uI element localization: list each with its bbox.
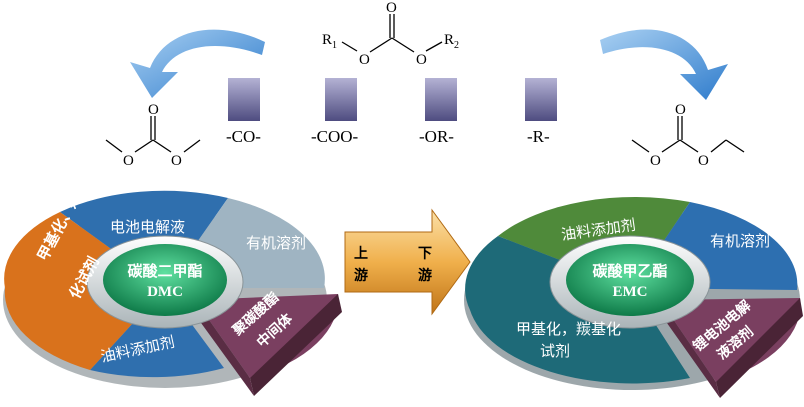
dmc-center-en: DMC <box>147 284 183 300</box>
dmc-label-battery: 电池电解液 <box>110 218 185 236</box>
dmc-center-ellipse <box>103 244 227 316</box>
dmc-o-right: O <box>171 153 182 169</box>
dmc-label-solvent: 有机溶剂 <box>246 234 306 252</box>
dmc-structure <box>105 116 201 153</box>
curved-arrow-right-icon <box>600 29 728 101</box>
emc-application-disk <box>464 196 803 398</box>
emc-seg-lithium <box>660 298 801 382</box>
emc-structure <box>631 116 745 153</box>
top-o-left: O <box>359 52 370 68</box>
emc-o-right: O <box>698 153 709 169</box>
dmc-o-left: O <box>123 153 134 169</box>
dmc-application-disk <box>3 190 342 396</box>
group-square-or <box>425 78 457 121</box>
r1-label: R1 <box>322 32 337 51</box>
dmc-seg-fuel <box>90 288 224 378</box>
dmc-seg-polycarbonate <box>195 294 339 378</box>
group-square-co <box>228 78 260 121</box>
emc-o-double: O <box>675 102 686 118</box>
group-label-co: -CO- <box>226 127 261 146</box>
emc-center-cn: 碳酸甲乙酯 <box>592 262 667 280</box>
arrow-label-up-2: 游 <box>354 267 368 284</box>
r2-label: R2 <box>444 32 459 51</box>
upstream-downstream-arrow <box>344 208 471 316</box>
emc-center-en: EMC <box>613 284 648 300</box>
dmc-seg-methylation <box>4 212 165 370</box>
group-square-coo <box>325 78 357 121</box>
top-o-right: O <box>416 52 427 68</box>
dmc-o-double: O <box>148 102 159 118</box>
emc-label-solvent: 有机溶剂 <box>710 232 770 250</box>
emc-label-methylation-2: 试剂 <box>540 342 570 360</box>
curved-arrow-left-icon <box>130 29 265 98</box>
dmc-center-cn: 碳酸二甲酯 <box>127 262 202 280</box>
group-label-or: -OR- <box>419 127 454 146</box>
arrow-label-down-1: 下 <box>418 246 432 262</box>
arrow-label-down-2: 游 <box>418 267 432 284</box>
group-label-r: -R- <box>527 127 550 146</box>
generic-carbonate-structure <box>341 14 443 53</box>
emc-label-methylation-1: 甲基化，羰基化 <box>516 320 621 338</box>
arrow-label-up-1: 上 <box>354 246 368 262</box>
top-o-double: O <box>386 0 397 16</box>
group-square-r <box>525 78 557 121</box>
emc-center-ellipse <box>566 244 694 316</box>
group-label-coo: -COO- <box>311 127 359 146</box>
emc-o-left: O <box>650 153 661 169</box>
